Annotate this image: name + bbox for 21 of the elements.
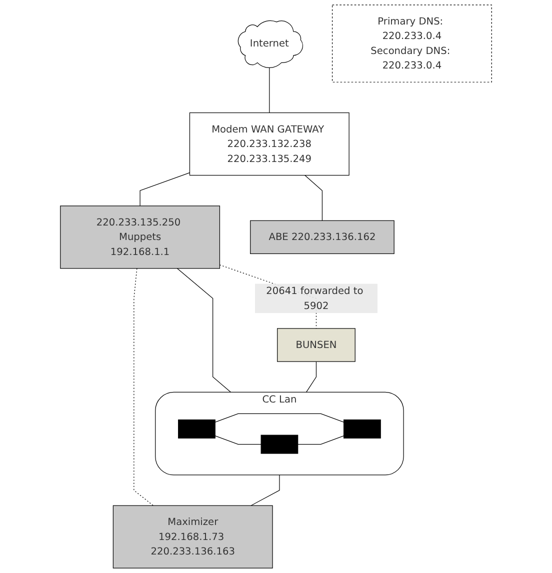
cluster: CC Lan	[155, 392, 404, 476]
node-box: ABE 220.233.136.162	[250, 220, 394, 254]
connector	[306, 361, 317, 393]
node-computer	[260, 434, 298, 454]
connector	[269, 66, 270, 114]
node-box: Primary DNS: 220.233.0.4 Secondary DNS: 220.233.0.4	[332, 4, 492, 82]
connector	[140, 172, 190, 206]
node-box: Modem WAN GATEWAY 220.233.132.238 220.233.135.249	[189, 112, 350, 176]
connector	[214, 413, 344, 422]
connector	[298, 435, 344, 445]
connector	[134, 268, 154, 506]
node-box: BUNSEN	[277, 328, 356, 362]
connector	[250, 474, 280, 506]
connector	[304, 174, 323, 221]
node-box: Maximizer 192.168.1.73 220.233.136.163	[112, 505, 273, 568]
connector	[176, 268, 232, 393]
connector	[214, 435, 262, 445]
node-box: 220.233.135.250 Muppets 192.168.1.1	[60, 206, 220, 269]
node-computer	[178, 419, 216, 438]
node-computer	[344, 419, 381, 438]
edge-label: 20641 forwarded to 5902	[266, 284, 364, 312]
